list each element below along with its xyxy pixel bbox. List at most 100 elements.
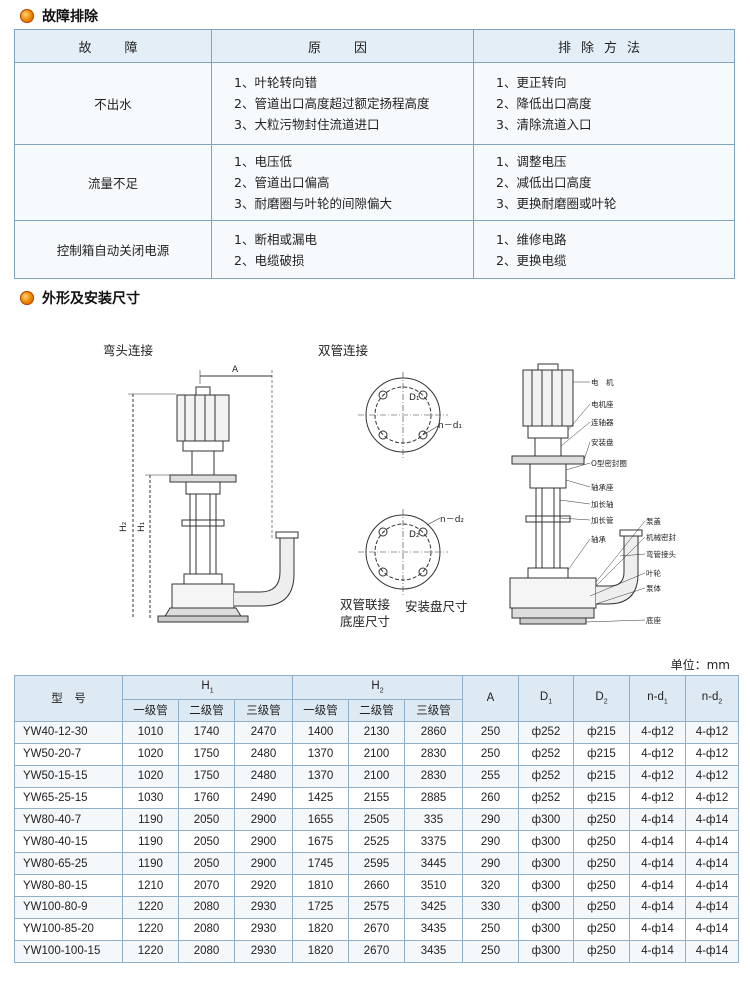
value-cell: 1745 — [292, 852, 349, 876]
value-cell: 250 — [462, 939, 519, 963]
model-cell: YW80-65-25 — [14, 852, 123, 876]
value-cell: 1725 — [292, 896, 349, 919]
part-label: 弯管接头 — [646, 549, 676, 559]
model-cell: YW100-80-9 — [14, 896, 123, 919]
value-cell: 2920 — [234, 874, 293, 898]
part-label: 连轴器 — [591, 417, 614, 427]
value-cell: 2490 — [234, 786, 293, 810]
part-label: 轴承 — [591, 534, 606, 544]
value-cell: 290 — [462, 852, 519, 876]
model-cell: YW100-100-15 — [14, 939, 123, 963]
value-cell: 290 — [462, 808, 519, 832]
model-cell: YW80-80-15 — [14, 874, 123, 898]
unit-label: 单位：mm — [670, 658, 730, 672]
value-cell: 4-ф14 — [629, 896, 686, 919]
cause-item: 2、电缆破损 — [234, 252, 305, 268]
value-cell: 335 — [404, 808, 463, 832]
value-cell: ф300 — [518, 852, 574, 876]
value-cell: 3510 — [404, 874, 463, 898]
model-cell: YW80-40-15 — [14, 830, 123, 854]
bullet-icon — [20, 9, 34, 23]
header-h1: H1 — [122, 675, 293, 700]
value-cell: 2050 — [178, 808, 235, 832]
dim-nd1: n－d₁ — [438, 421, 462, 431]
value-cell: 1010 — [122, 720, 179, 744]
value-cell: ф215 — [573, 742, 630, 766]
value-cell: 2595 — [348, 852, 405, 876]
value-cell: 4-ф14 — [629, 939, 686, 963]
value-cell: 2670 — [348, 939, 405, 963]
model-cell: YW40-12-30 — [14, 720, 123, 744]
value-cell: 1220 — [122, 896, 179, 919]
part-label: 底座 — [646, 615, 661, 625]
part-label: 加长管 — [591, 515, 614, 525]
part-label: 安装盘 — [591, 437, 614, 447]
value-cell: ф252 — [518, 786, 574, 810]
value-cell: 2155 — [348, 786, 405, 810]
header-a: A — [462, 675, 519, 722]
value-cell: 2930 — [234, 896, 293, 919]
value-cell: 250 — [462, 917, 519, 941]
value-cell: 2830 — [404, 764, 463, 788]
section-title-troubleshooting: 故障排除 — [20, 6, 98, 26]
remedy-item: 3、清除流道入口 — [496, 117, 592, 132]
part-label: 泵盖 — [646, 516, 661, 526]
dim-nd2: n－d₂ — [440, 515, 464, 525]
value-cell: 1190 — [122, 830, 179, 854]
fault-cell: 流量不足 — [14, 144, 212, 221]
section-title-text: 外形及安装尺寸 — [42, 291, 140, 307]
value-cell: 4-ф14 — [629, 852, 686, 876]
value-cell: 2070 — [178, 874, 235, 898]
value-cell: 1810 — [292, 874, 349, 898]
value-cell: 250 — [462, 720, 519, 744]
table-row: 流量不足 1、电压低 2、管道出口偏高 3、耐磨圈与叶轮的间隙偏大 1、调整电压… — [14, 144, 735, 221]
value-cell: 4-ф12 — [629, 720, 686, 744]
value-cell: 4-ф14 — [629, 830, 686, 854]
remedy-item: 3、更换耐磨圈或叶轮 — [496, 196, 617, 211]
value-cell: 1220 — [122, 917, 179, 941]
remedy-item: 2、更换电缆 — [496, 252, 567, 268]
value-cell: ф250 — [573, 852, 630, 876]
value-cell: 4-ф12 — [629, 742, 686, 766]
model-cell: YW80-40-7 — [14, 808, 123, 832]
header-stage: 一级管 — [122, 699, 179, 722]
section-title-dimensions: 外形及安装尺寸 — [20, 288, 140, 308]
part-label: 电机座 — [591, 399, 614, 409]
header-d2: D2 — [573, 675, 630, 722]
value-cell: 1740 — [178, 720, 235, 744]
value-cell: 2660 — [348, 874, 405, 898]
part-label: 轴承座 — [591, 482, 614, 492]
label-double-pipe: 双管连接 — [318, 343, 369, 358]
remedy-item: 2、减低出口高度 — [496, 175, 592, 190]
value-cell: 4-ф14 — [629, 917, 686, 941]
value-cell: 1750 — [178, 764, 235, 788]
dimension-spec-table: 型 号 H1 H2 A D1 D2 n-d1 n-d2 一级管 二级管 三级管 … — [14, 675, 739, 963]
part-label: 机械密封 — [646, 532, 676, 542]
troubleshooting-table: 故 障 原 因 排除方法 不出水 1、叶轮转向错 2、管道出口高度超过额定扬程高… — [14, 29, 735, 279]
cause-item: 2、管道出口高度超过额定扬程高度 — [234, 96, 430, 111]
part-label: 泵体 — [646, 583, 661, 593]
installation-drawing: 弯头连接 双管连接 双管联接 底座尺寸 安装盘尺寸 — [0, 320, 750, 660]
value-cell: 1425 — [292, 786, 349, 810]
value-cell: 4-ф14 — [685, 830, 739, 854]
technical-drawing-svg: A H₂ H₁ D₁ n－d₁ D₂ n－d₂ 电 机 电机座 连轴器 安装盘 … — [119, 363, 676, 625]
value-cell: 1210 — [122, 874, 179, 898]
remedy-cell: 1、调整电压 2、减低出口高度 3、更换耐磨圈或叶轮 — [473, 144, 735, 221]
value-cell: 4-ф14 — [685, 874, 739, 898]
fault-cell: 不出水 — [14, 62, 212, 145]
value-cell: ф250 — [573, 808, 630, 832]
value-cell: 2860 — [404, 720, 463, 744]
dim-h2: H₂ — [119, 521, 129, 532]
header-stage: 三级管 — [234, 699, 293, 722]
label-plate-size: 安装盘尺寸 — [405, 599, 468, 614]
value-cell: 4-ф14 — [685, 939, 739, 963]
value-cell: 2885 — [404, 786, 463, 810]
value-cell: 2930 — [234, 917, 293, 941]
header-stage: 二级管 — [178, 699, 235, 722]
